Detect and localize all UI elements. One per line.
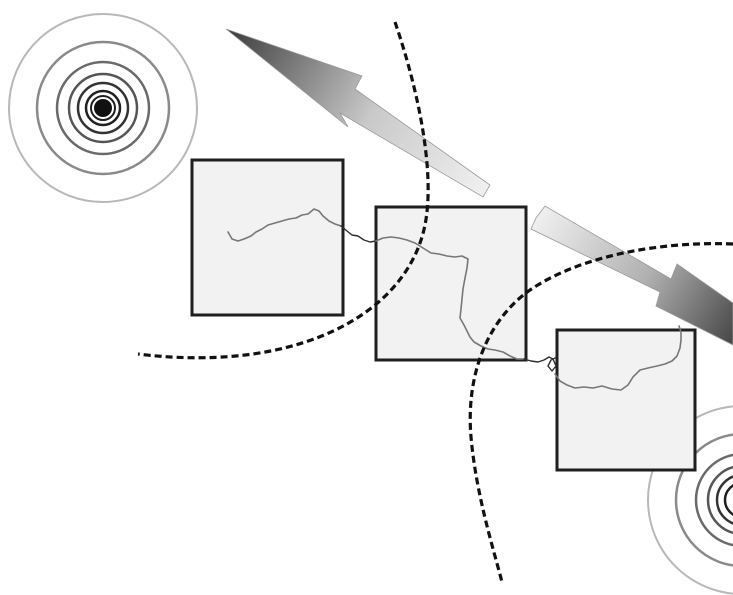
river-segment-left [227,208,342,242]
ring-2 [35,40,171,176]
left-map-panel [190,158,345,317]
arrow-up-left [225,28,491,198]
ring-5 [76,81,130,135]
source-core [94,99,112,117]
river-segment-connector-2 [523,356,557,372]
lower-right-concentric-rings-source [647,405,733,595]
gradient-arrows [225,28,733,346]
ring-4 [67,72,139,144]
dashed-boundaries [137,21,733,583]
ring-7 [90,95,116,121]
right-map-panel [555,328,697,472]
ring-3 [694,453,733,547]
lower-boundary-arc [468,242,733,583]
ring-6 [723,484,733,516]
outer-ring [647,405,733,595]
arrow-down-right [530,205,733,346]
ring-3 [55,60,151,156]
middle-map-panel [374,205,528,362]
map-panels [190,158,697,472]
outer-ring [8,13,198,203]
river-segment-connector-1 [340,225,377,243]
upper-left-concentric-rings-source [8,13,198,203]
river-segment-middle [375,236,525,360]
ring-4 [706,465,733,535]
ring-5 [715,475,733,525]
river-segment-right [554,325,682,391]
ring-6 [84,89,122,127]
ring-2 [674,433,733,567]
river-lines [227,208,682,391]
